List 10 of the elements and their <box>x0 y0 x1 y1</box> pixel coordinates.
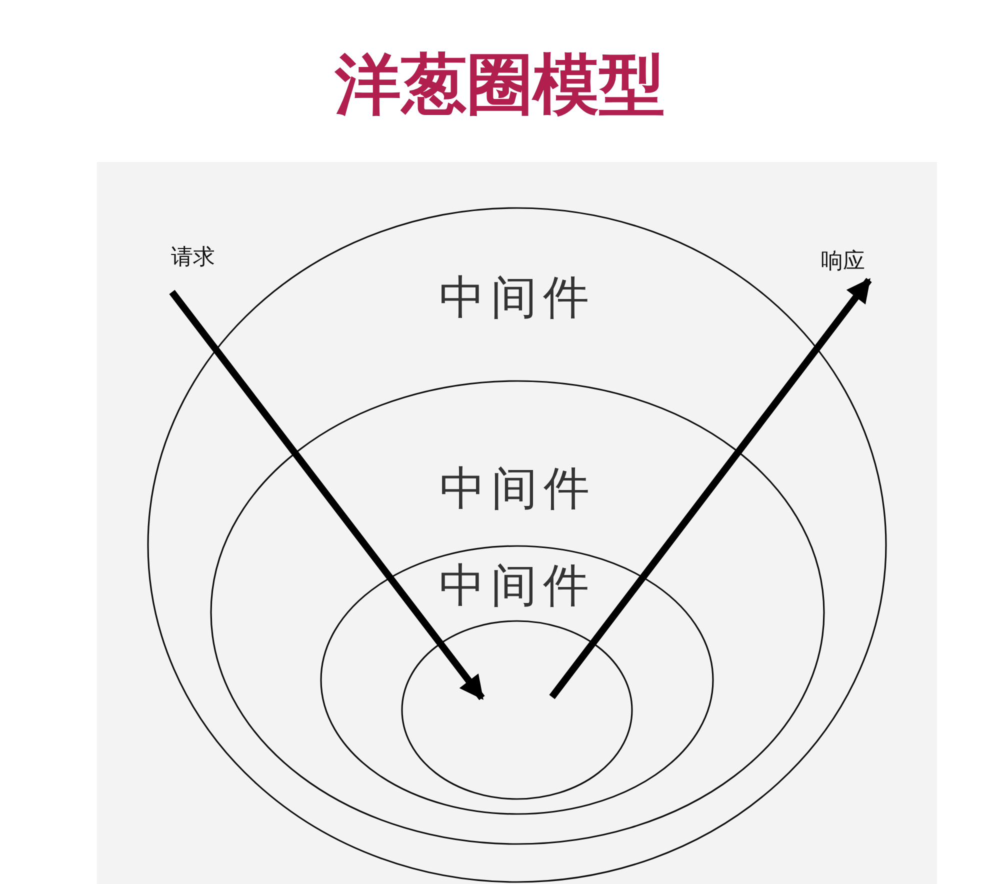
ring-label: 中间件 <box>439 274 595 320</box>
ring-label: 中间件 <box>439 562 595 608</box>
ring-ellipse <box>147 207 887 883</box>
ring-ellipse <box>320 545 714 815</box>
text-label: 响应 <box>811 247 875 277</box>
inner-ellipse <box>401 620 633 800</box>
text-label: 请求 <box>161 243 225 273</box>
title: 洋葱圈模型 <box>335 52 665 118</box>
ring-ellipse <box>210 380 825 845</box>
ring-label: 中间件 <box>440 465 596 511</box>
